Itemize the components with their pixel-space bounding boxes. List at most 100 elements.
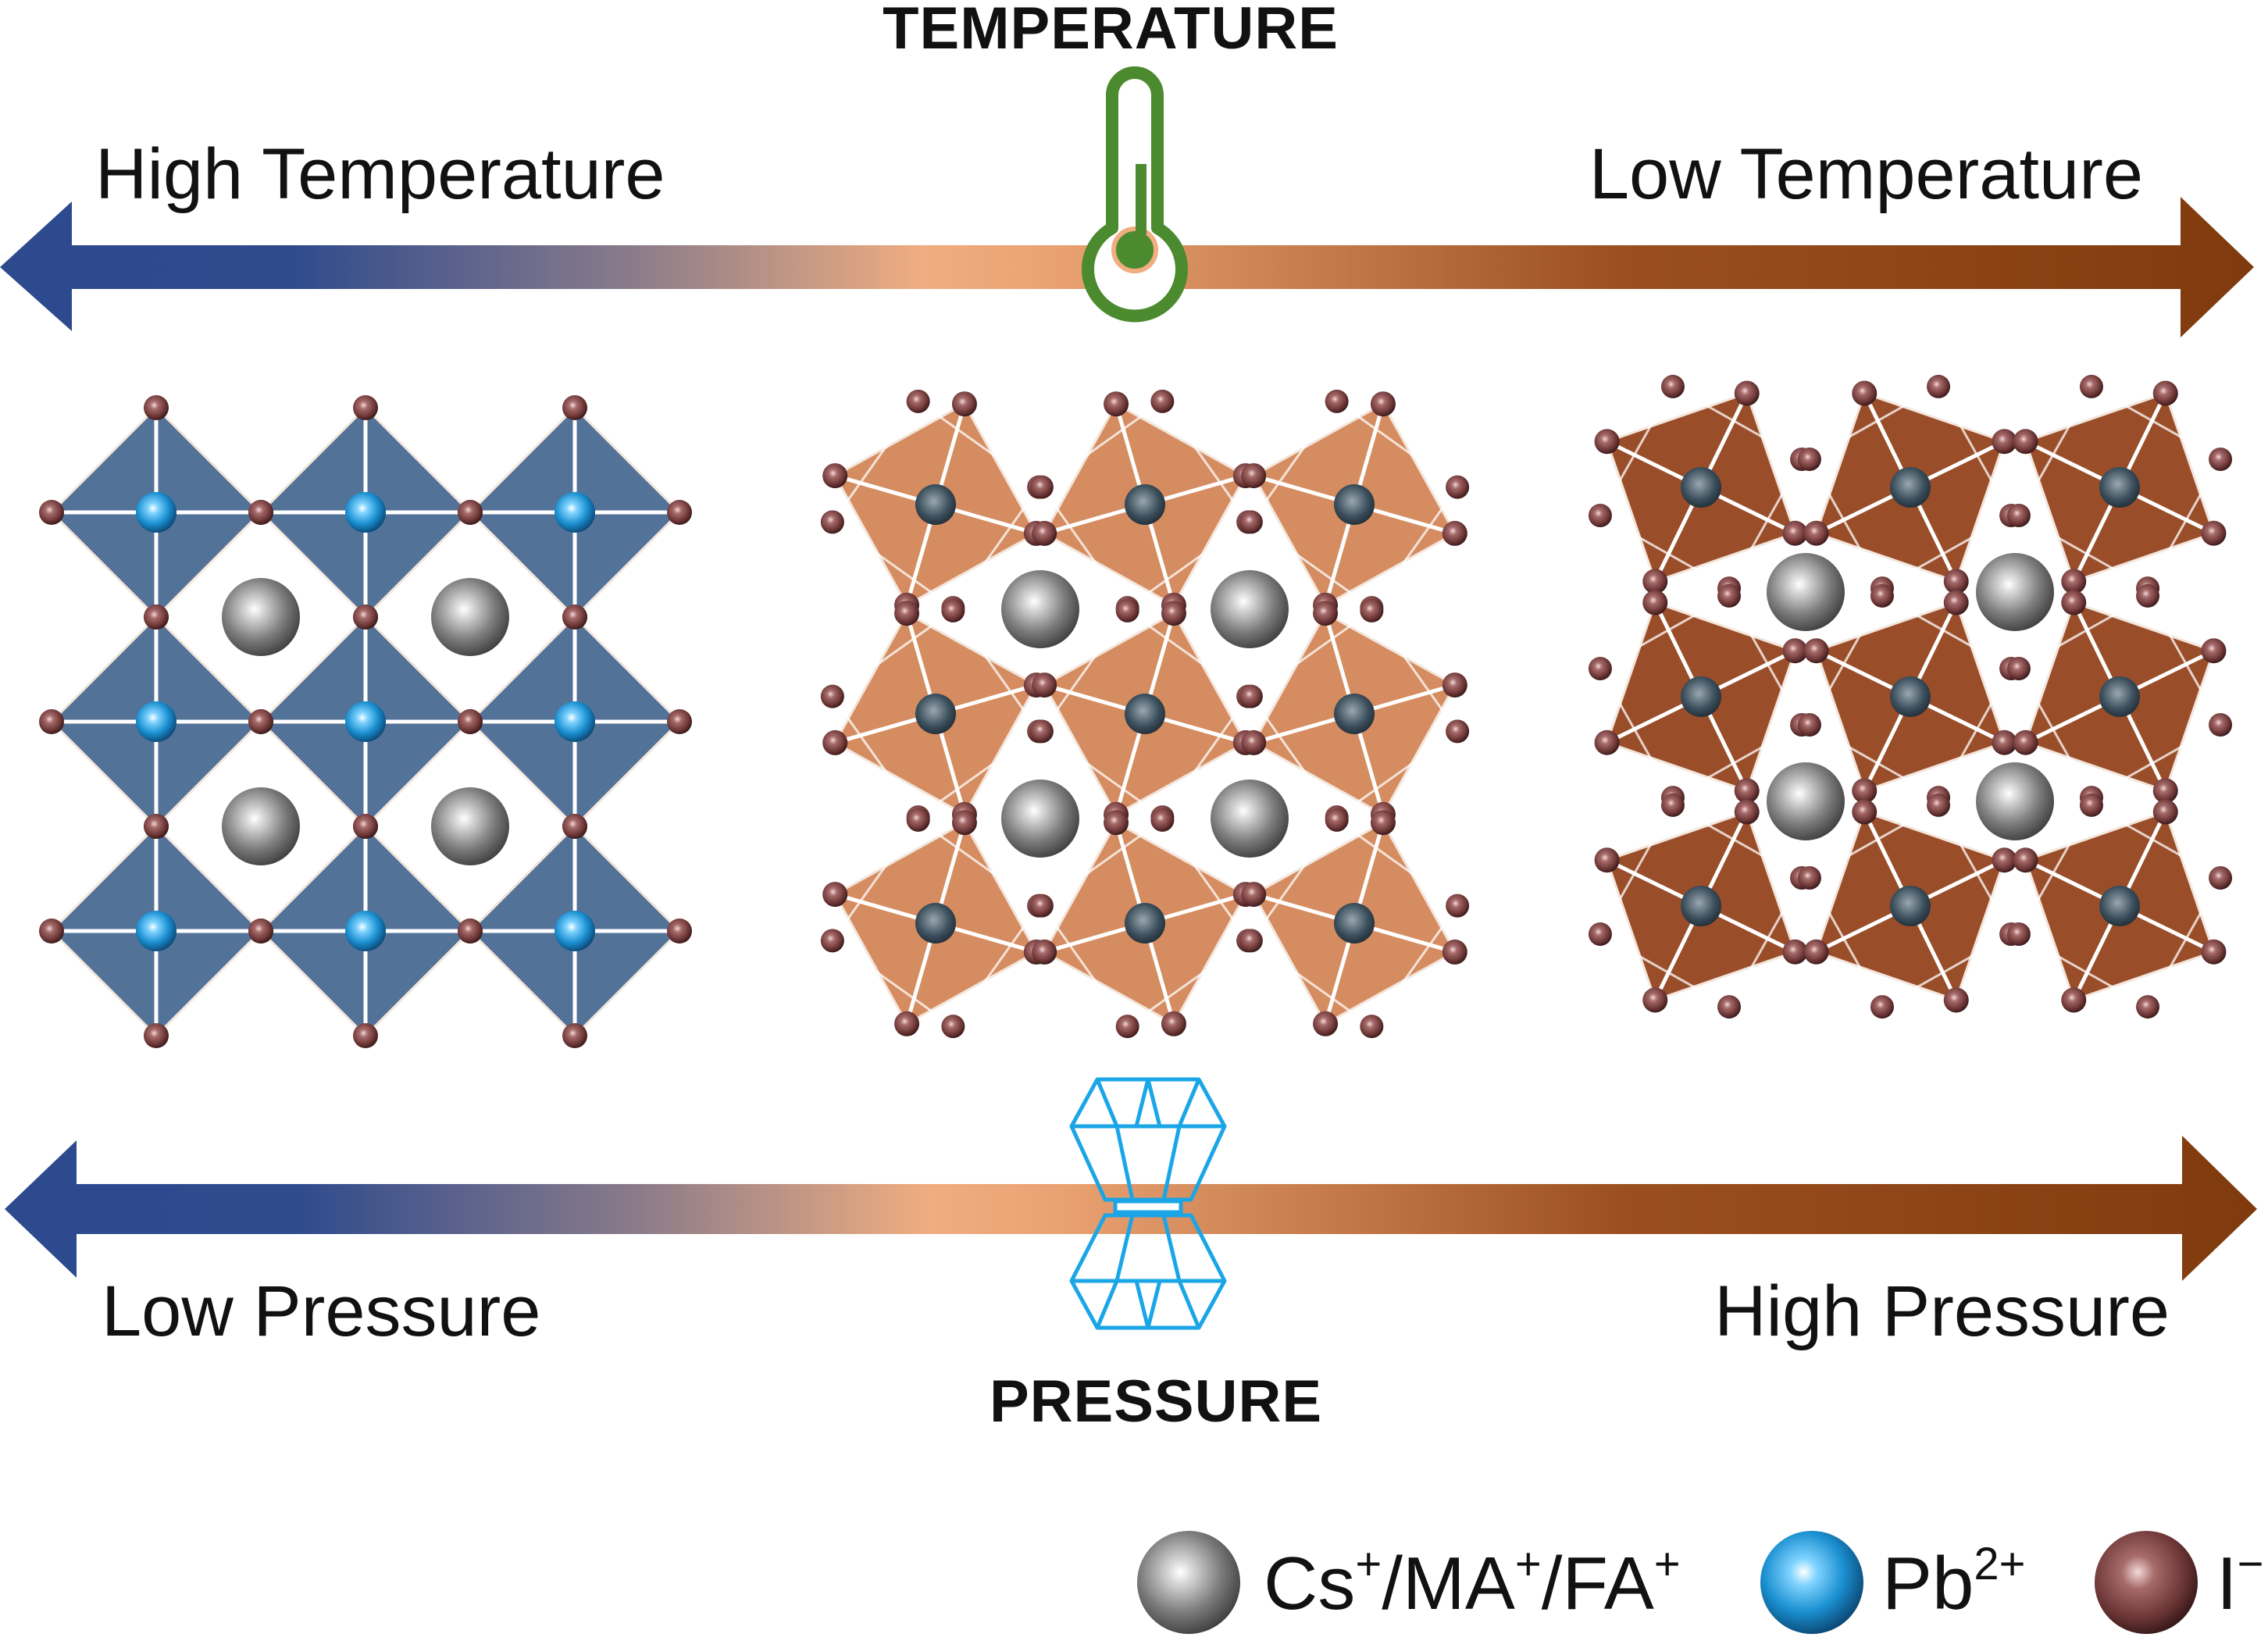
- iodide-sphere: [562, 814, 587, 839]
- thermometer-icon: [1082, 66, 1188, 323]
- lead-sphere: [1890, 467, 1931, 508]
- iodide-sphere: [1150, 808, 1175, 832]
- iodide-sphere: [822, 463, 848, 489]
- iodide-sphere: [1325, 808, 1349, 832]
- iodide-sphere: [2006, 656, 2031, 680]
- cation-sphere: [1211, 570, 1289, 648]
- iodide-sphere: [1446, 719, 1470, 744]
- iodide-sphere: [1797, 447, 1821, 471]
- lead-sphere: [1125, 484, 1165, 525]
- iodide-sphere: [1803, 638, 1829, 664]
- iodide-sphere: [1852, 778, 1878, 804]
- lead-sphere: [915, 694, 956, 734]
- iodide-sphere: [1241, 729, 1267, 755]
- iodide-sphere: [1104, 391, 1129, 417]
- iodide-sphere: [353, 814, 378, 839]
- iodide-sphere: [1360, 598, 1384, 622]
- iodide-sphere: [1660, 374, 1685, 398]
- iodide-sphere: [1594, 847, 1620, 873]
- iodide-sphere: [458, 500, 483, 525]
- iodide-sphere: [820, 929, 844, 953]
- iodide-sphere: [2201, 520, 2227, 546]
- iodide-sphere: [1588, 922, 1612, 947]
- cation-sphere: [1976, 762, 2054, 840]
- iodide-sphere: [822, 729, 848, 755]
- iodide-sphere: [1588, 656, 1612, 680]
- cation-sphere: [222, 578, 300, 656]
- iodide-sphere: [1852, 799, 1878, 825]
- iodide-sphere: [906, 808, 930, 832]
- iodide-sphere: [1446, 475, 1470, 499]
- cation-sphere: [1211, 779, 1289, 858]
- iodide-sphere: [1442, 939, 1467, 965]
- iodide-sphere: [1325, 389, 1349, 413]
- iodide-sphere: [1797, 865, 1821, 890]
- cation-sphere: [1767, 762, 1845, 840]
- lead-sphere: [2099, 467, 2140, 508]
- iodide-sphere: [2061, 987, 2087, 1013]
- cation-sphere: [431, 578, 509, 656]
- lead-legend-label: Pb2+: [1882, 1539, 2026, 1625]
- iodide-sphere: [2013, 429, 2038, 455]
- iodide-sphere: [1360, 1015, 1384, 1039]
- iodide-sphere: [1029, 719, 1054, 744]
- iodide-sphere: [353, 1023, 378, 1048]
- iodide-sphere: [353, 395, 378, 420]
- cation-sphere: [1001, 570, 1079, 648]
- cation-sphere: [1976, 553, 2054, 631]
- iodide-sphere: [1870, 995, 1894, 1019]
- iodide-sphere: [822, 882, 848, 908]
- iodide-sphere: [39, 919, 64, 943]
- lead-sphere: [1890, 886, 1931, 926]
- iodide-sphere: [1660, 793, 1685, 817]
- iodide-sphere: [144, 605, 169, 630]
- iodide-sphere: [144, 814, 169, 839]
- iodide-sphere: [1642, 987, 1668, 1013]
- iodide-sphere: [562, 605, 587, 630]
- lead-sphere: [345, 911, 386, 951]
- iodide-sphere: [1852, 380, 1878, 406]
- iodide-sphere: [1782, 638, 1808, 664]
- cation-sphere: [1001, 779, 1079, 858]
- iodide-sphere: [1370, 810, 1396, 836]
- lead-sphere: [555, 492, 595, 533]
- iodide-sphere: [1161, 1011, 1186, 1036]
- iodide-sphere: [1717, 995, 1742, 1019]
- lead-sphere: [915, 903, 956, 943]
- iodide-sphere: [1797, 713, 1821, 737]
- iodide-sphere: [2136, 995, 2160, 1019]
- cation-legend-sphere: [1137, 1531, 1240, 1634]
- iodide-sphere: [2136, 583, 2160, 608]
- iodide-sphere: [1239, 929, 1263, 953]
- iodide-sphere: [1642, 569, 1668, 594]
- lead-sphere: [1334, 694, 1375, 734]
- lead-sphere: [1334, 484, 1375, 525]
- iodide-sphere: [820, 510, 844, 534]
- iodide-sphere: [1150, 389, 1175, 413]
- iodide-sphere: [1442, 672, 1467, 698]
- iodide-sphere: [667, 919, 692, 943]
- iodide-sphere: [2013, 729, 2038, 755]
- lead-legend-sphere: [1760, 1531, 1863, 1634]
- lead-sphere: [136, 911, 177, 951]
- iodide-sphere: [1032, 520, 1057, 546]
- iodide-sphere: [458, 709, 483, 734]
- iodide-sphere: [248, 709, 273, 734]
- lead-sphere: [1125, 694, 1165, 734]
- pressure-heading: PRESSURE: [990, 1368, 1322, 1435]
- iodide-sphere: [1782, 939, 1808, 965]
- lead-sphere: [1125, 903, 1165, 943]
- lead-sphere: [1334, 903, 1375, 943]
- iodide-sphere: [1734, 778, 1760, 804]
- iodide-sphere: [1442, 520, 1467, 546]
- iodide-sphere: [1313, 1011, 1339, 1036]
- iodide-sphere: [144, 395, 169, 420]
- orthorhombic-phase-structure: [1588, 374, 2233, 1019]
- iodide-sphere: [2006, 922, 2031, 947]
- lead-sphere: [345, 492, 386, 533]
- iodide-sphere: [144, 1023, 169, 1048]
- iodide-sphere: [458, 919, 483, 943]
- lead-sphere: [1681, 886, 1721, 926]
- iodide-sphere: [2201, 939, 2227, 965]
- lead-sphere: [2099, 886, 2140, 926]
